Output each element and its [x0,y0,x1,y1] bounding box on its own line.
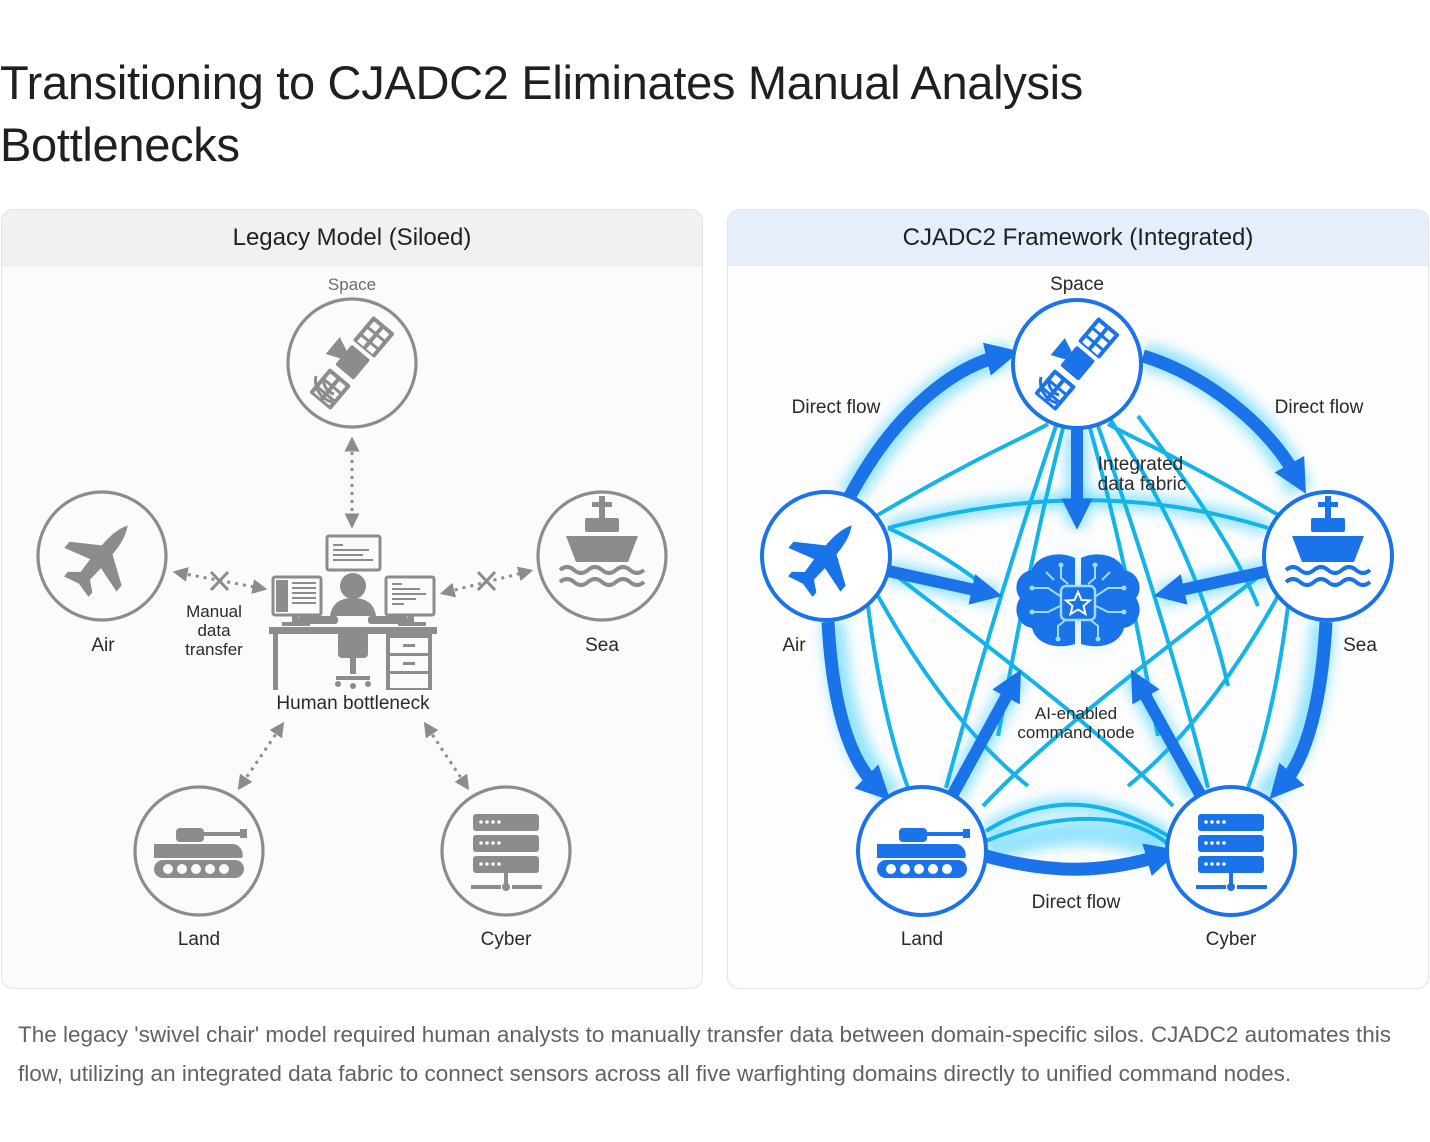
integrated-data-fabric-label: Integrated data fabric [1098,455,1187,495]
land-to-node-flow [947,669,1021,797]
cjadc2-cyber-label: Cyber [1205,929,1257,950]
tank-icon [877,828,970,878]
air-to-node-flow [886,565,1003,605]
sea-to-node-flow [1153,565,1270,605]
legacy-model-panel: Legacy Model (Siloed) [1,209,703,989]
broken-link-icon [209,570,230,592]
cjadc2-diagram-canvas [760,298,1394,917]
land-to-cyber-flow [984,843,1180,876]
command-node-label-line: command node [1017,723,1135,742]
fabric-label-line: Integrated [1097,454,1184,475]
command-node-label-line: AI-enabled [1034,704,1118,723]
broken-link-icon [476,570,497,592]
space-to-sea-flow [1141,349,1306,494]
direct-flow-label: Direct flow [1274,397,1364,418]
ship-icon [558,496,646,587]
tank-icon [154,828,247,878]
server-icon [471,814,542,891]
legacy-sea-label: Sea [585,635,619,656]
legacy-cyber-node [440,785,572,917]
analyst-workstation-icon [269,534,437,690]
figure-caption: The legacy 'swivel chair' model required… [18,1022,1391,1086]
sea-to-cyber-flow [1269,621,1333,800]
signal-waves-icon [314,375,335,404]
air-to-space-flow [844,342,1020,500]
page-title: Transitioning to CJADC2 Eliminates Manua… [0,56,1084,171]
legacy-air-node [36,490,168,622]
cjadc2-sea-label: Sea [1343,635,1377,656]
legacy-space-node [286,297,418,429]
air-to-land-flow [821,621,891,801]
legacy-panel-header: Legacy Model (Siloed) [2,210,702,266]
star-icon [1063,589,1093,617]
ai-brain-star-icon [1016,554,1140,647]
satellite-icon [1034,317,1120,411]
fabric-label-line: data fabric [1097,474,1187,495]
cjadc2-land-label: Land [900,929,944,950]
legacy-air-label: Air [91,635,115,656]
server-icon [1196,814,1267,891]
ship-icon [1284,496,1372,587]
direct-flow-arrows [821,342,1333,876]
legacy-space-label: Space [327,275,377,294]
direct-flow-label: Direct flow [791,397,881,418]
cjadc2-space-label: Space [1050,274,1104,295]
legacy-cyber-label: Cyber [480,929,532,950]
cjadc2-panel-header: CJADC2 Framework (Integrated) [728,210,1428,266]
legacy-diagram-canvas [36,297,668,917]
manual-transfer-line: data [197,621,231,640]
cyber-to-node-flow [1130,669,1206,797]
legacy-cyber-link [423,721,470,791]
human-bottleneck-label: Human bottleneck [276,693,430,714]
cjadc2-diagram: Space Air Sea Land Cyber Direct flow Dir… [728,266,1428,988]
ai-command-node-label: AI-enabled command node [1017,704,1134,742]
cjadc2-air-label: Air [782,635,806,656]
legacy-land-label: Land [177,929,221,950]
fighter-jet-icon [788,525,852,597]
legacy-land-node [133,785,265,917]
manual-transfer-label: Manual data transfer [185,602,243,659]
direct-flow-label: Direct flow [1031,892,1121,913]
legacy-land-link [237,721,285,791]
manual-transfer-line: transfer [185,640,243,659]
legacy-sea-node [536,490,668,622]
legacy-diagram: Space Air Sea Land Cyber Manual data tra… [2,266,702,988]
signal-waves-icon [1039,376,1060,405]
satellite-icon [309,316,395,410]
manual-transfer-line: Manual [186,602,242,621]
cjadc2-framework-panel: CJADC2 Framework (Integrated) [727,209,1429,989]
fighter-jet-icon [64,525,128,597]
